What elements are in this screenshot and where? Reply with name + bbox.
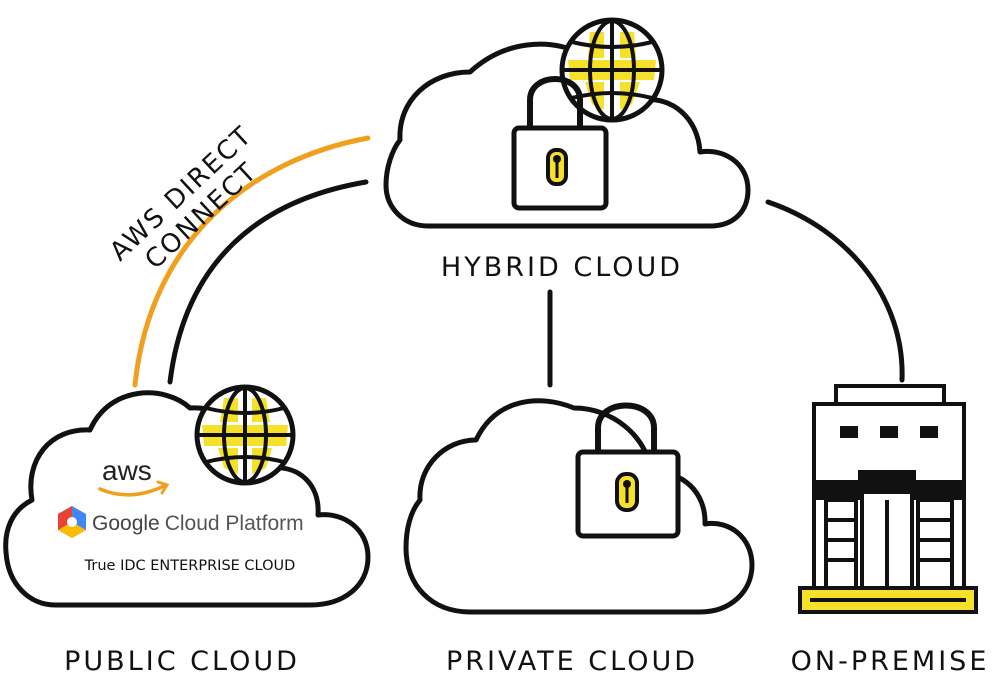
connection-aws-direct-connect [132,135,371,388]
aws-logo: aws [98,455,170,497]
true-idc-label: True IDC ENTERPRISE CLOUD [84,558,296,574]
aws-logo-text: aws [102,455,152,486]
connection-public-hybrid [167,179,369,385]
aws-direct-connect-label: AWS DIRECT CONNECT [104,120,263,275]
padlock-icon [575,402,681,539]
connections [132,135,905,388]
public-cloud-label: PUBLIC CLOUD [64,646,300,676]
private-cloud-node: PRIVATE CLOUD [403,398,755,676]
padlock-icon [511,76,609,211]
connection-hybrid-onprem [765,199,905,383]
onprem-node: ON-PREMISE [791,384,990,676]
gcp-hexagon-icon [58,506,86,538]
building-icon [798,384,978,614]
hybrid-cloud-label: HYBRID CLOUD [441,252,683,283]
onprem-label: ON-PREMISE [791,646,990,676]
hybrid-cloud-node: HYBRID CLOUD [383,17,751,283]
cloud-icon [3,390,371,608]
private-cloud-label: PRIVATE CLOUD [446,646,698,676]
gcp-logo-cloud-platform: Cloud Platform [165,512,304,535]
globe-icon [194,384,296,486]
gcp-logo-google: Google [92,512,160,535]
